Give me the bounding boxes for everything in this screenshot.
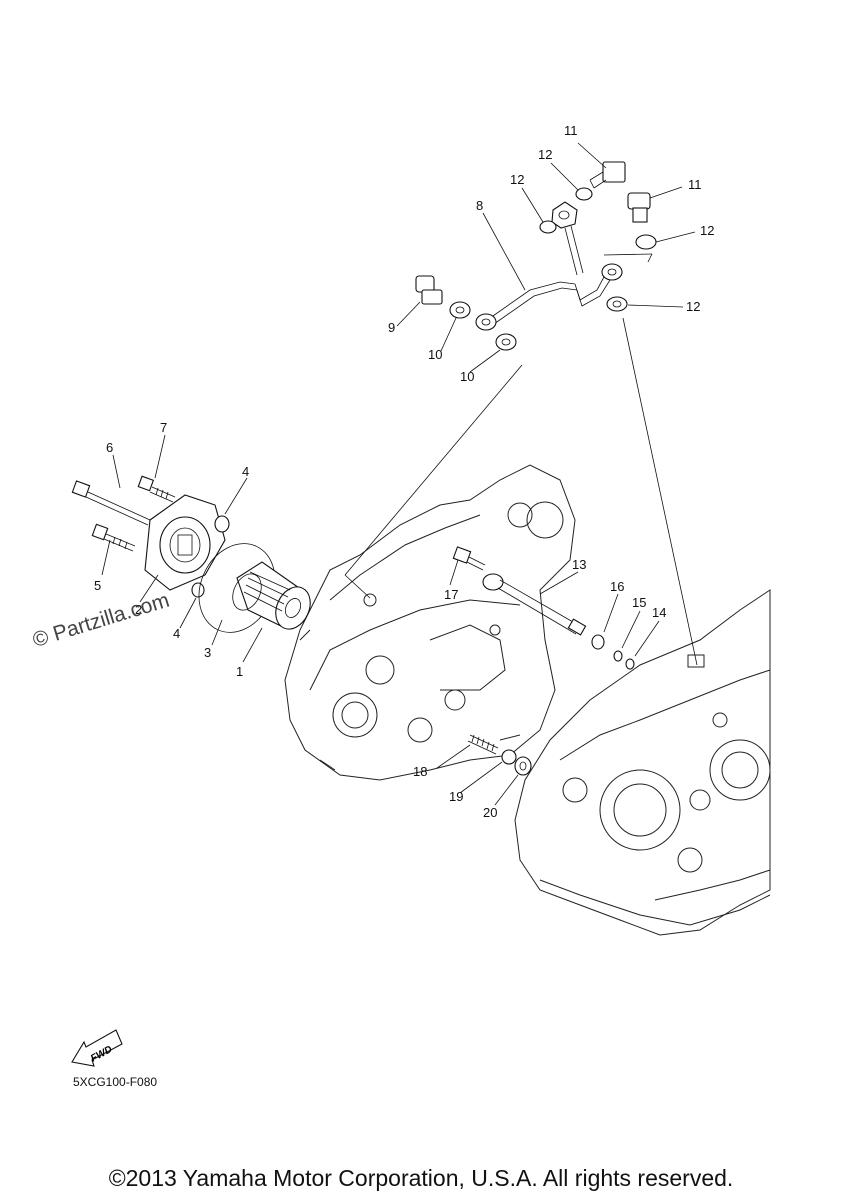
crankcase-right-half xyxy=(514,589,771,936)
washer-part-12-b xyxy=(575,187,593,201)
callout-11-right: 11 xyxy=(688,177,702,192)
callout-13: 13 xyxy=(572,557,586,572)
callout-1: 1 xyxy=(236,664,243,679)
washer-hole xyxy=(612,300,622,308)
callout-4-lower: 4 xyxy=(173,626,180,641)
spring-part-18 xyxy=(467,734,499,755)
bolt-part-11-right xyxy=(627,192,651,223)
callout-8: 8 xyxy=(476,198,483,213)
crankcase-left-half xyxy=(284,464,576,781)
plug-part-20 xyxy=(514,756,532,776)
callout-4-upper: 4 xyxy=(242,464,249,479)
drawing-code: 5XCG100-F080 xyxy=(73,1075,158,1089)
o-ring-part-16 xyxy=(591,634,605,650)
washer-part-10-lower xyxy=(495,333,517,351)
callout-5: 5 xyxy=(94,578,101,593)
ball-part-19 xyxy=(501,749,517,765)
o-ring-part-4-upper xyxy=(214,515,230,533)
washer-part-12-c xyxy=(635,234,657,250)
washer-hole xyxy=(501,338,511,346)
callout-10-lower: 10 xyxy=(460,369,474,384)
union-bolt-part-9 xyxy=(415,275,443,305)
copyright-notice: ©2013 Yamaha Motor Corporation, U.S.A. A… xyxy=(108,1165,734,1191)
filter-cover-part-2 xyxy=(144,494,226,591)
washer-part-10-upper xyxy=(449,301,471,319)
callout-12-upper: 12 xyxy=(538,147,552,162)
callout-15: 15 xyxy=(632,595,646,610)
callout-11-upper: 11 xyxy=(564,123,578,138)
callout-6: 6 xyxy=(106,440,113,455)
callout-9: 9 xyxy=(388,320,395,335)
bolt-part-11-upper xyxy=(589,161,626,189)
o-ring-part-14 xyxy=(625,658,635,670)
bolt-part-6 xyxy=(71,480,151,526)
bolt-part-7 xyxy=(137,475,176,503)
fwd-arrow-icon: FWD xyxy=(71,1029,123,1067)
callout-16: 16 xyxy=(610,579,624,594)
oil-filter-part-1 xyxy=(232,561,311,630)
washer-hole xyxy=(455,306,465,314)
bolt-part-17 xyxy=(452,546,486,571)
callout-12-right: 12 xyxy=(700,223,714,238)
oil-pipe-part-8 xyxy=(475,201,623,331)
o-ring-part-4-lower xyxy=(191,582,205,598)
part-callouts: 11 12 12 11 8 12 12 9 10 10 7 6 4 13 5 1… xyxy=(94,123,714,820)
callout-12-left: 12 xyxy=(510,172,524,187)
callout-17: 17 xyxy=(444,587,458,602)
callout-2: 2 xyxy=(135,602,142,617)
callout-3: 3 xyxy=(204,645,211,660)
washer-part-12-d xyxy=(606,296,628,312)
callout-19: 19 xyxy=(449,789,463,804)
oil-passage-part-13 xyxy=(482,573,587,636)
leader-lines xyxy=(101,142,698,806)
callout-14: 14 xyxy=(652,605,666,620)
bolt-part-5 xyxy=(91,523,136,552)
o-ring-part-15 xyxy=(613,650,623,662)
washer-part-12-a xyxy=(539,220,557,234)
callout-18: 18 xyxy=(413,764,427,779)
callout-10-upper: 10 xyxy=(428,347,442,362)
callout-12-lower: 12 xyxy=(686,299,700,314)
callout-7: 7 xyxy=(160,420,167,435)
callout-20: 20 xyxy=(483,805,497,820)
